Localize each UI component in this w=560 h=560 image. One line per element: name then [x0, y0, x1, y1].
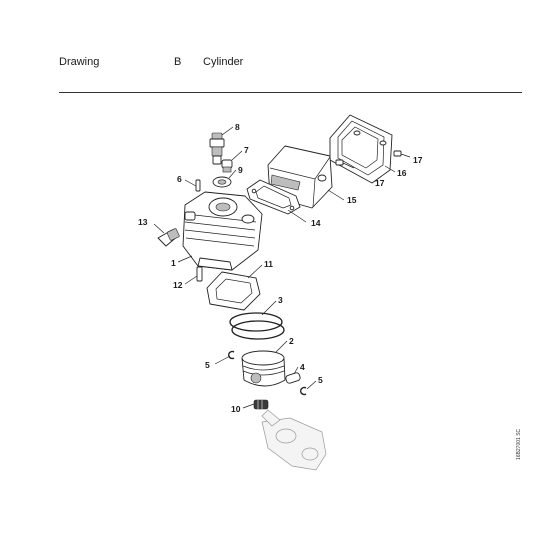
group-letter: B	[174, 56, 182, 68]
drawing-reference: 16B27001 SC	[516, 428, 522, 460]
leader-lines	[153, 126, 396, 409]
part-14-gasket[interactable]	[246, 179, 301, 215]
callout-2: 2	[289, 336, 294, 346]
callout-6: 6	[177, 174, 182, 184]
header-divider	[59, 92, 522, 93]
callout-17a: 17	[375, 178, 385, 188]
part-5-circlip-b[interactable]	[300, 386, 307, 396]
drawing-label: Drawing	[59, 56, 100, 68]
callout-1: 1	[171, 258, 176, 268]
part-2-piston[interactable]	[241, 350, 286, 387]
callout-11: 11	[264, 259, 273, 269]
part-7-plug[interactable]	[221, 159, 233, 173]
callout-5b: 5	[318, 375, 323, 385]
callout-8: 8	[235, 122, 240, 132]
part-16-shroud[interactable]	[329, 114, 393, 184]
part-10-needle-bearing[interactable]	[253, 399, 269, 410]
callout-5a: 5	[205, 360, 210, 370]
callout-7: 7	[244, 145, 249, 155]
part-12-screw[interactable]	[196, 266, 203, 282]
callout-15: 15	[347, 195, 357, 205]
crankshaft-context	[261, 409, 327, 471]
callout-9: 9	[238, 165, 243, 175]
part-11-base-gasket[interactable]	[206, 271, 261, 311]
callout-12: 12	[173, 280, 183, 290]
callout-13: 13	[138, 217, 148, 227]
page-title: Cylinder	[203, 56, 244, 68]
callout-16: 16	[397, 168, 407, 178]
callout-10: 10	[231, 404, 241, 414]
part-13-valve[interactable]	[157, 228, 180, 247]
callout-4: 4	[300, 362, 305, 372]
callout-17b: 17	[413, 155, 423, 165]
part-1-cylinder[interactable]	[182, 191, 263, 271]
part-17-screw-a[interactable]	[335, 159, 355, 169]
part-8-decomp-valve[interactable]	[209, 132, 225, 165]
callout-3: 3	[278, 295, 283, 305]
part-4-wrist-pin[interactable]	[285, 372, 301, 384]
part-9-washer[interactable]	[212, 176, 232, 188]
part-17-screw-b[interactable]	[393, 150, 411, 158]
callout-14: 14	[311, 218, 321, 228]
part-6-stud[interactable]	[195, 179, 201, 192]
part-5-circlip-a[interactable]	[228, 350, 235, 360]
part-3-piston-rings[interactable]	[229, 312, 285, 340]
